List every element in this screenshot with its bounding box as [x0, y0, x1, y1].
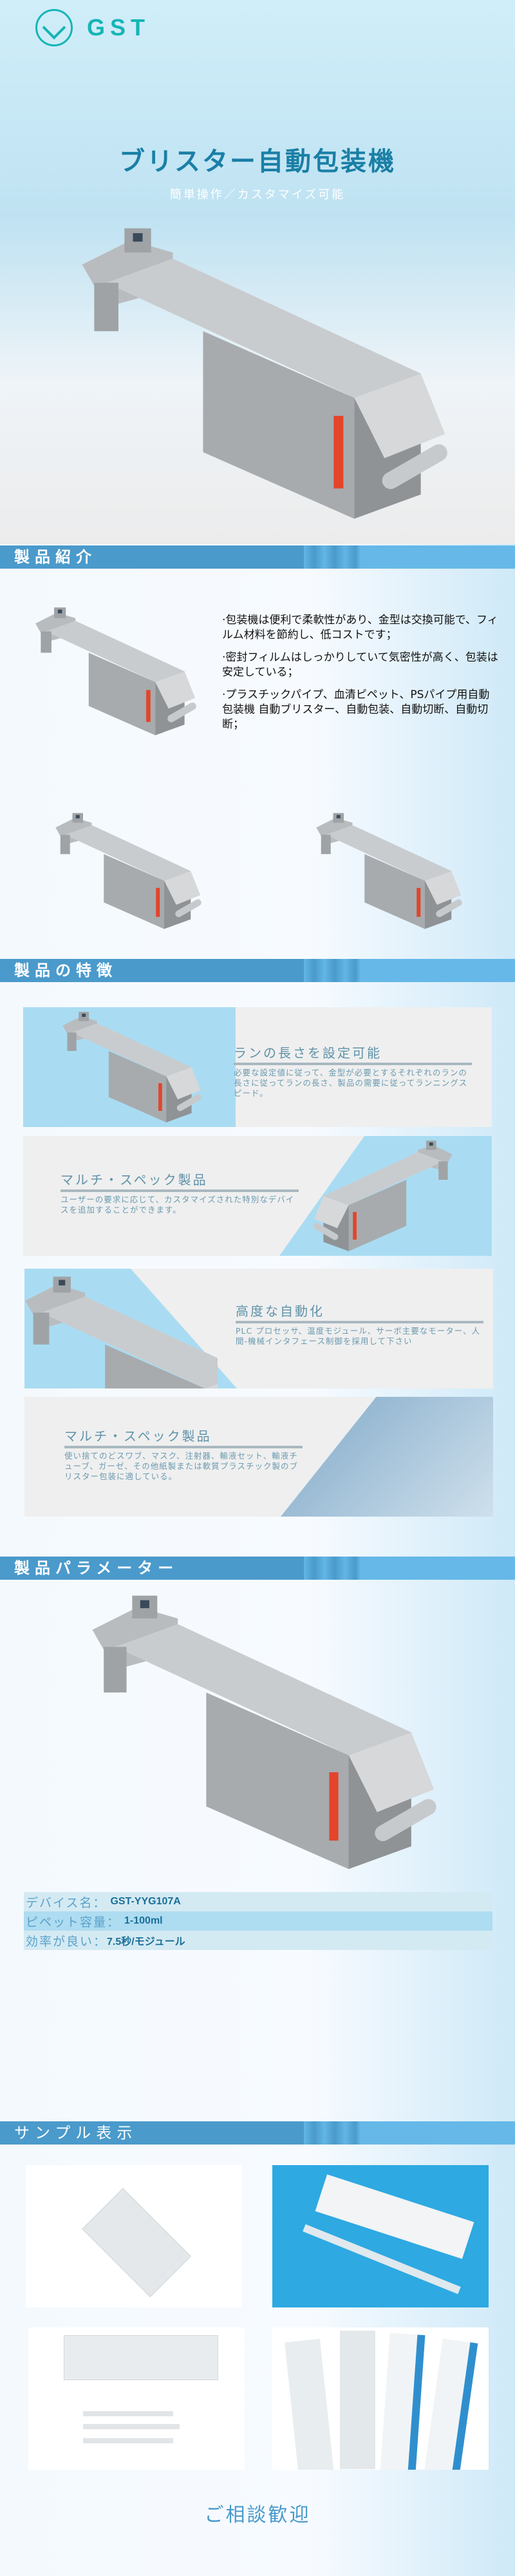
params-table: デバイス名：GST-YYG107A ピペット容量：1-100ml 効率が良い：7…	[24, 1892, 492, 1950]
feature-image	[25, 1276, 218, 1388]
feature-card: 高度な自動化 PLC プロセッサ、温度モジュール、サーボ主要なモーター、人間-機…	[24, 1269, 493, 1388]
feature-card: マルチ・スペック製品 ユーザーの要求に応じて、カスタマイズされた特別なデバイスを…	[23, 1136, 492, 1256]
param-row: 効率が良い：7.5秒/モジュール	[24, 1931, 492, 1950]
param-row: ピペット容量：1-100ml	[24, 1911, 492, 1931]
param-label: デバイス名：	[26, 1895, 107, 1910]
feature-card: マルチ・スペック製品 使い捨てのどスワブ、マスク、注射器、輸液セット、輸液チュー…	[24, 1397, 493, 1517]
section-header-samples: サンプル表示	[0, 2121, 515, 2145]
machine-image-side	[55, 813, 203, 929]
feature-title: ランの長さを設定可能	[234, 1043, 472, 1065]
feature-title: 高度な自動化	[236, 1301, 483, 1323]
intro-machine-image	[35, 607, 198, 735]
feature-image	[281, 1397, 493, 1517]
param-value: 1-100ml	[124, 1915, 163, 1926]
feature-text: ユーザーの要求に応じて、カスタマイズされた特別なデバイスを追加することができます…	[61, 1195, 295, 1215]
machine-image-front	[316, 813, 464, 929]
intro-point: ·包装機は便利で柔軟性があり、金型は交換可能で、フィルム材料を節約し、低コストで…	[222, 614, 498, 641]
sample-image-syringe-blue	[272, 2165, 489, 2307]
section-header-intro: 製品紹介	[0, 545, 515, 569]
brand-name: GST	[87, 14, 151, 41]
gst-logo-icon	[35, 9, 73, 46]
feature-card: ランの長さを設定可能 必要な設定値に従って、金型が必要とするそれぞれのランの長さ…	[23, 1007, 492, 1127]
section-header-features: 製品の特徴	[0, 959, 515, 982]
param-label: 効率が良い：	[26, 1934, 108, 1949]
sample-image-cotton-swabs	[272, 2327, 489, 2470]
param-label: ピペット容量：	[26, 1915, 121, 1929]
intro-point: ·密封フィルムはしっかりしていて気密性が高く、包装は安定している；	[222, 651, 498, 679]
feature-text: PLC プロセッサ、温度モジュール、サーボ主要なモーター、人間-機械インタフェー…	[236, 1326, 481, 1346]
params-machine-image	[92, 1595, 440, 1870]
feature-text: 必要な設定値に従って、金型が必要とするそれぞれのランの長さに従ってランの長さ、製…	[234, 1068, 468, 1098]
page-subtitle: 簡単操作／カスタマイズ可能	[169, 188, 346, 202]
intro-point: ·プラスチックパイプ、血清ピペット、PSパイプ用自動包装機 自動ブリスター、自動…	[222, 688, 490, 731]
page-title: ブリスター自動包装機	[119, 147, 396, 176]
feature-image	[62, 1012, 203, 1122]
param-value: 7.5秒/モジュール	[107, 1937, 185, 1947]
param-value: GST-YYG107A	[110, 1896, 181, 1907]
feature-image	[312, 1141, 453, 1251]
param-row: デバイス名：GST-YYG107A	[24, 1892, 492, 1911]
sample-image-syringe-pack	[26, 2165, 242, 2307]
feature-title: マルチ・スペック製品	[64, 1426, 303, 1448]
brand-logo: GST	[35, 9, 150, 46]
feature-text: 使い捨てのどスワブ、マスク、注射器、輸液セット、輸液チューブ、ガーゼ、その他紙製…	[64, 1451, 299, 1481]
consult-welcome: ご相談歓迎	[204, 2504, 311, 2526]
sample-image-syringe-tubes	[28, 2327, 245, 2470]
hero-machine-image	[82, 228, 451, 519]
feature-title: マルチ・スペック製品	[61, 1170, 299, 1192]
section-header-params: 製品パラメーター	[0, 1557, 515, 1580]
intro-description: ·包装機は便利で柔軟性があり、金型は交換可能で、フィルム材料を節約し、低コストで…	[222, 613, 499, 740]
